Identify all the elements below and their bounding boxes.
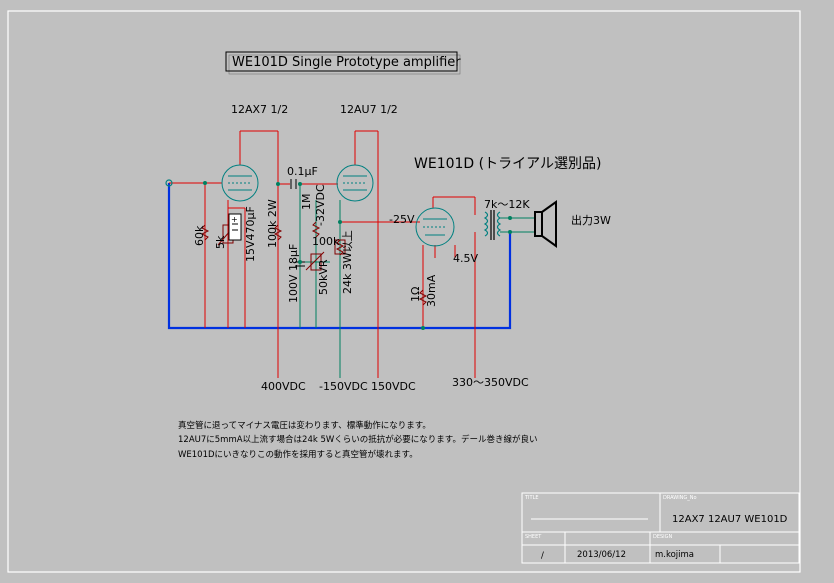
label-supply-150: 150VDC — [371, 380, 416, 393]
tb-designer: m.kojima — [655, 550, 694, 560]
tb-drawing-caption: DRAWING_No — [663, 495, 697, 501]
output-transformer — [483, 210, 502, 240]
vr-50k — [305, 251, 325, 271]
tube-we101d — [415, 207, 455, 247]
title-block — [521, 492, 800, 564]
coupling-capacitor — [290, 179, 297, 189]
label-vr-cathode: 5k — [214, 235, 227, 249]
label-supply-400: 400VDC — [261, 380, 306, 393]
junction-dots — [203, 181, 512, 330]
svg-text:+: + — [231, 215, 238, 224]
label-r-plate2: 24k 3W以上 — [341, 230, 354, 294]
tb-design-caption: DESIGN — [653, 534, 673, 540]
label-filament: 4.5V — [453, 252, 478, 265]
label-transformer: 7k～12K — [484, 198, 530, 211]
green-wires — [299, 184, 535, 378]
label-speaker: 出力3W — [571, 213, 611, 227]
label-c-bias: 100V 18μF — [287, 244, 300, 303]
label-supply-330: 330～350VDC — [452, 376, 529, 389]
label-r-sense: 1Ω — [409, 287, 422, 302]
tb-sheet-caption: SHEET — [525, 534, 542, 540]
tube-v2 — [336, 164, 374, 202]
drawing-frame — [7, 10, 801, 573]
title-box: WE101D Single Prototype amplifier — [225, 51, 461, 75]
label-c-coupling: 0.1μF — [287, 165, 318, 178]
label-r-grid-leak: 1M — [300, 194, 313, 211]
label-supply-bias: -150VDC — [319, 380, 368, 393]
note-line-1: 真空管に退ってマイナス電圧は変わります、標準動作になります。 — [178, 420, 431, 431]
tube-v1 — [221, 164, 259, 202]
note-line-2: 12AU7に5mmA以上流す場合は24k 5Wくらいの抵抗が必要になります。デー… — [178, 434, 537, 445]
tb-date: 2013/06/12 — [577, 550, 626, 560]
note-line-3: WE101Dにいきなりこの動作を採用すると真空管が壊れます。 — [178, 449, 418, 460]
label-c-cathode: 15V470μF — [244, 206, 257, 262]
label-vr-bias: 50kVR — [317, 259, 330, 295]
resistor-symbols — [200, 221, 428, 306]
tube-label-v2: 12AU7 1/2 — [340, 103, 398, 116]
tb-sheet: / — [541, 551, 544, 561]
label-bias-fixed: -32VDC — [314, 184, 327, 226]
red-wires — [169, 130, 476, 378]
input-terminal — [165, 179, 173, 187]
diagram-title: WE101D Single Prototype amplifier — [232, 55, 461, 70]
tube-label-v1: 12AX7 1/2 — [231, 103, 288, 116]
tb-title-caption: TITLE — [524, 495, 539, 501]
label-grid-bias: -25V — [389, 213, 415, 226]
label-vr-100k: 100k — [312, 235, 340, 248]
speaker-icon — [534, 200, 557, 248]
vr-100k — [334, 239, 346, 255]
cathode-capacitor: + — [228, 213, 242, 241]
label-sense-current: 30mA — [425, 274, 438, 307]
label-r-plate1: 100k 2W — [266, 199, 279, 248]
label-r-grid: 60k — [193, 225, 206, 246]
tb-drawing-no: 12AX7 12AU7 WE101D — [672, 514, 788, 525]
tube-label-output: WE101D (トライアル選別品) — [414, 156, 601, 172]
